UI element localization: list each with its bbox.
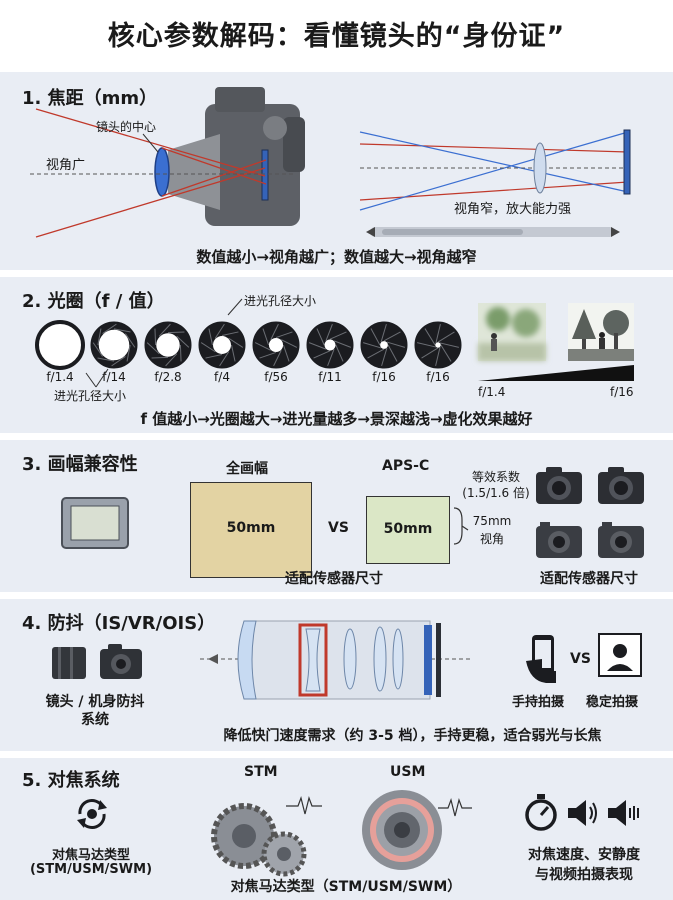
- section-sensor-format: 3. 画幅兼容性 全画幅 50mm VS APS-C 50mm 等效系数 (1.…: [0, 440, 673, 592]
- handheld-phone-icon: [526, 635, 556, 683]
- stable-shooting-icon: [598, 633, 642, 677]
- stable-label: 稳定拍摄: [586, 695, 639, 710]
- fit-sensor-right: 适配传感器尺寸: [540, 571, 638, 587]
- section-focal-length: 1. 焦距（mm） 镜头的中心 视角广 视角窄，放大能力强 数值越小→视角越广；…: [0, 72, 673, 270]
- fit-sensor-center: 适配传感器尺寸: [285, 571, 383, 587]
- lens-center-label: 镜头的中心: [96, 120, 157, 134]
- aperture-f-label: f/16: [426, 370, 450, 384]
- aperture-iris-icon: [360, 321, 408, 369]
- aperture-f-label: f/14: [102, 370, 126, 384]
- aperture-f-label: f/56: [264, 370, 288, 384]
- focus-cycle-icon: [77, 799, 107, 829]
- speaker-quiet-icon: [608, 800, 639, 826]
- lens-body-line2: 系统: [81, 712, 109, 728]
- stm-label: STM: [244, 764, 278, 780]
- aperture-iris-icon: [414, 321, 462, 369]
- scale-right-label: f/16: [610, 385, 634, 399]
- aperture-size-label-bottom: 进光孔径大小: [54, 389, 127, 403]
- equiv-focal-line2: 视角: [479, 532, 504, 546]
- full-frame-label: 全画幅: [226, 461, 268, 477]
- aperture-f-label: f/1.4: [46, 370, 74, 384]
- vs-label: VS: [570, 651, 591, 667]
- focus-perf-line2: 与视频拍摄表现: [535, 867, 633, 883]
- sensor-chip-icon: [61, 497, 129, 549]
- section-title: 1. 焦距（mm）: [22, 88, 158, 109]
- aperture-iris-icon: [198, 321, 246, 369]
- narrow-angle-label: 视角窄，放大能力强: [454, 202, 572, 217]
- crop-factor-line1: 等效系数: [471, 470, 520, 484]
- section-stabilization: 4. 防抖（IS/VR/OIS） 镜头 / 机身防抖 系统 VS 手持拍摄 稳定…: [0, 599, 673, 751]
- page-title: 核心参数解码：看懂镜头的“身份证”: [107, 21, 566, 52]
- aperture-pointer-top: [227, 298, 243, 316]
- lens-body-icons: [52, 644, 142, 679]
- section-title: 2. 光圈（f / 值）: [22, 291, 165, 312]
- speaker-loud-icon: [568, 800, 597, 826]
- handheld-label: 手持拍摄: [512, 695, 565, 710]
- aperture-iris-icon: [90, 321, 138, 369]
- vs-label: VS: [328, 520, 349, 536]
- aperture-iris-icon: [144, 321, 192, 369]
- aperture-summary: f 值越小→光圈越大→进光量越多→景深越浅→虚化效果越好: [140, 410, 533, 428]
- deep-dof-photo: [568, 303, 634, 361]
- aperture-f-label: f/4: [214, 370, 230, 384]
- dof-scale-wedge: [478, 365, 634, 381]
- lens-body-line1: 镜头 / 机身防抖: [45, 694, 145, 710]
- aperture-pointer-bottom: [85, 368, 109, 388]
- camera-icons: [536, 467, 644, 558]
- equiv-focal-line1: 75mm: [472, 514, 512, 528]
- apsc-focal: 50mm: [383, 521, 433, 537]
- full-frame-sensor: [190, 482, 312, 578]
- aperture-f-label: f/2.8: [154, 370, 182, 384]
- camera-focal-diagram: [30, 87, 305, 238]
- section-title: 5. 对焦系统: [22, 770, 120, 791]
- motor-type-left-line1: 对焦马达类型: [51, 848, 130, 863]
- crop-bracket: [453, 507, 469, 545]
- aperture-icons: [35, 320, 462, 370]
- usm-label: USM: [390, 764, 426, 780]
- apsc-sensor: [366, 496, 450, 564]
- crop-factor-line2: (1.5/1.6 倍): [462, 486, 530, 500]
- shallow-dof-photo: [478, 303, 546, 361]
- stopwatch-icon: [525, 794, 557, 831]
- motor-type-left-line2: (STM/USM/SWM): [29, 862, 153, 877]
- stm-gears-icon: [211, 795, 322, 877]
- aperture-iris-icon: [306, 321, 354, 369]
- aperture-f-label: f/11: [318, 370, 342, 384]
- section-focus-system: 5. 对焦系统 对焦马达类型 (STM/USM/SWM) STM USM 对焦马…: [0, 758, 673, 900]
- motor-type-center: 对焦马达类型（STM/USM/SWM）: [230, 879, 462, 895]
- aperture-size-label-top: 进光孔径大小: [244, 294, 317, 308]
- section-title: 4. 防抖（IS/VR/OIS）: [22, 613, 216, 634]
- usm-ring-icon: [362, 790, 472, 870]
- full-frame-focal: 50mm: [226, 520, 276, 536]
- section-aperture: 2. 光圈（f / 值） 进光孔径大小 f/1.4 f/14 f/2.8 f/4 f/5…: [0, 277, 673, 433]
- aperture-f-label: f/16: [372, 370, 396, 384]
- telephoto-ray-diagram: [359, 129, 631, 237]
- focal-summary: 数值越小→视角越广；数值越大→视角越窄: [196, 248, 477, 266]
- wide-angle-label: 视角广: [46, 158, 86, 173]
- scale-left-label: f/1.4: [478, 385, 506, 399]
- apsc-label: APS-C: [382, 458, 430, 474]
- section-title: 3. 画幅兼容性: [22, 454, 138, 475]
- stabilized-lens-cutaway: [200, 620, 470, 700]
- aperture-iris-icon: [35, 320, 85, 370]
- aperture-iris-icon: [252, 321, 300, 369]
- focus-perf-line1: 对焦速度、安静度: [528, 847, 640, 863]
- stabilization-summary: 降低快门速度需求（约 3-5 档），手持更稳，适合弱光与长焦: [223, 728, 602, 744]
